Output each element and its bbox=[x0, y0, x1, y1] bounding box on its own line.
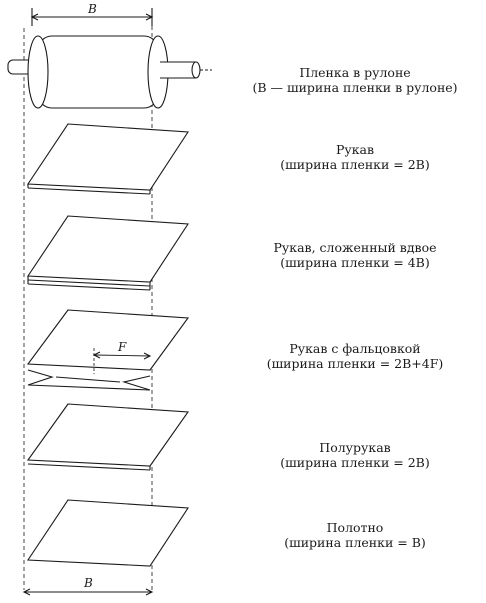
dimension-f-label: F bbox=[117, 340, 127, 354]
label-sleeve-subtitle: (ширина пленки = 2B) bbox=[280, 157, 430, 172]
label-half-sleeve: Полурукав (ширина пленки = 2B) bbox=[232, 440, 478, 470]
dimension-b-bottom bbox=[22, 588, 154, 596]
sleeve-shape bbox=[27, 123, 189, 195]
label-folded-sleeve-title: Рукав, сложенный вдвое bbox=[273, 240, 437, 255]
flat-sheet-shape bbox=[27, 499, 189, 567]
label-half-sleeve-title: Полурукав bbox=[319, 440, 391, 455]
label-folded-sleeve-subtitle: (ширина пленки = 4B) bbox=[280, 255, 430, 270]
dimension-b-top-label: B bbox=[87, 2, 97, 16]
label-flat-sheet: Полотно (ширина пленки = B) bbox=[232, 520, 478, 550]
label-gusseted-sleeve-title: Рукав с фальцовкой bbox=[289, 341, 421, 356]
label-roll-title: Пленка в рулоне bbox=[299, 65, 411, 80]
label-roll: Пленка в рулоне (B — ширина пленки в рул… bbox=[232, 65, 478, 95]
label-gusseted-sleeve-subtitle: (ширина пленки = 2B+4F) bbox=[266, 356, 444, 371]
sleeve-folded-shape bbox=[27, 215, 189, 291]
vertical-guides bbox=[23, 26, 153, 590]
label-flat-sheet-title: Полотно bbox=[326, 520, 384, 535]
label-sleeve: Рукав (ширина пленки = 2B) bbox=[232, 142, 478, 172]
dimension-b-top bbox=[30, 8, 154, 26]
gusseted-sleeve-shape bbox=[26, 309, 190, 391]
label-flat-sheet-subtitle: (ширина пленки = B) bbox=[284, 535, 426, 550]
label-roll-subtitle: (B — ширина пленки в рулоне) bbox=[252, 80, 458, 95]
film-roll bbox=[7, 35, 212, 109]
label-folded-sleeve: Рукав, сложенный вдвое (ширина пленки = … bbox=[232, 240, 478, 270]
label-half-sleeve-subtitle: (ширина пленки = 2B) bbox=[280, 455, 430, 470]
label-gusseted-sleeve: Рукав с фальцовкой (ширина пленки = 2B+4… bbox=[232, 341, 478, 371]
dimension-b-bottom-label: B bbox=[83, 576, 93, 590]
half-sleeve-shape bbox=[26, 403, 190, 471]
label-sleeve-title: Рукав bbox=[335, 142, 375, 157]
